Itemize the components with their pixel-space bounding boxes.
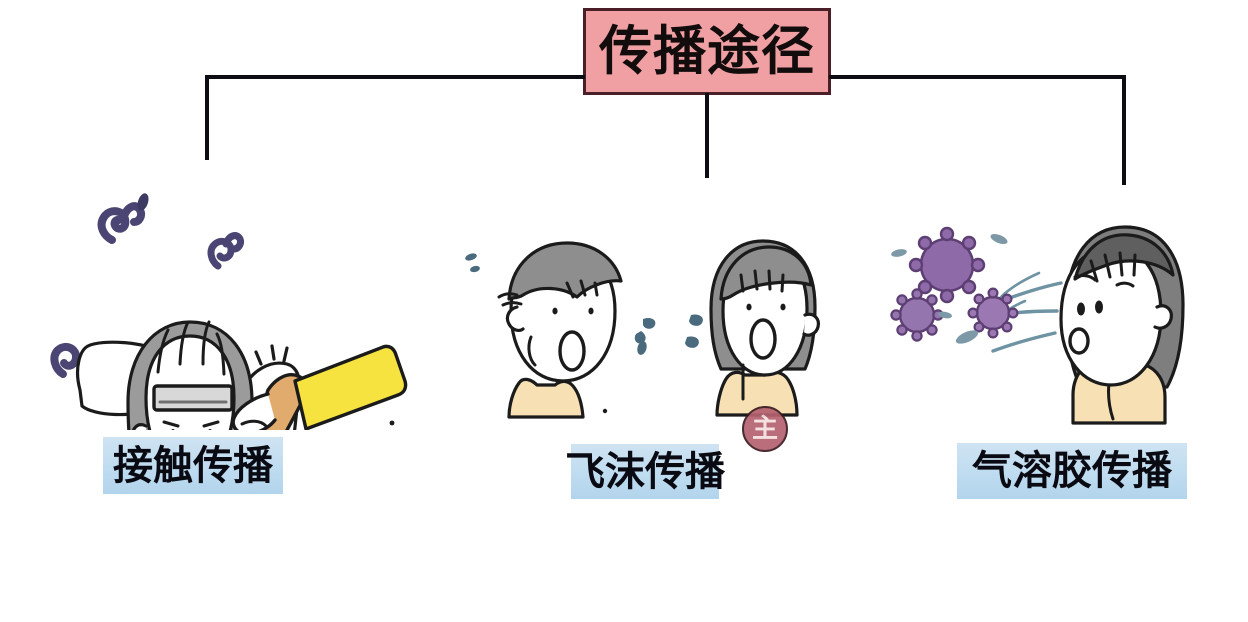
droplet-icon [465, 253, 703, 355]
face-right [721, 251, 809, 377]
face-aerosol [1059, 245, 1163, 387]
face [144, 334, 236, 430]
ear-right-person [802, 312, 820, 337]
aerosol-speck [891, 233, 1008, 344]
person-right [709, 239, 820, 417]
pointing-hand-icon [231, 344, 408, 430]
ear-aerosol [1153, 304, 1173, 330]
illustration-aerosol-transmission [890, 225, 1185, 425]
shirt-aerosol [1071, 361, 1167, 425]
pillow-left [75, 340, 162, 417]
hair-back [126, 320, 254, 430]
eye-right [208, 429, 212, 430]
connector-vertical-contact [205, 75, 209, 160]
cooling-patch [152, 384, 234, 412]
label-contact-text: 接触传播 [113, 442, 273, 489]
label-contact-transmission: 接触传播 [103, 437, 283, 494]
illustration-contact-transmission [50, 193, 408, 430]
label-aerosol-transmission: 气溶胶传播 [957, 443, 1187, 499]
label-droplet-transmission: 飞沫传播 [565, 444, 725, 499]
shirt-left [507, 377, 585, 419]
connector-horizontal-right [829, 75, 1126, 79]
hair-right [709, 239, 817, 371]
watermark-stamp-text: 主 [751, 414, 778, 444]
pillow-right [240, 361, 302, 430]
connector-horizontal-left [205, 75, 585, 79]
heat-squiggle-icon [50, 193, 244, 378]
illustration-droplet-transmission [465, 239, 820, 419]
connector-vertical-droplet [705, 93, 709, 178]
mouth-open-aerosol [1068, 327, 1090, 355]
virus-particle-icon [890, 226, 1019, 342]
diagram-title-text: 传播途径 [599, 21, 815, 82]
eye-aerosol-left [1077, 302, 1085, 316]
connector-vertical-aerosol [1122, 75, 1126, 185]
hair-left [507, 241, 623, 301]
mouth-open-left [558, 330, 586, 372]
ear-right [232, 423, 248, 430]
diagram-title-box: 传播途径 [583, 8, 831, 95]
eye-aerosol-right [1095, 300, 1103, 314]
hair-back-aerosol [1065, 225, 1185, 389]
breath-stream-lines [981, 271, 1063, 353]
watermark-stamp: 主 [742, 406, 788, 452]
bangs-aerosol [1073, 233, 1175, 281]
ear-left [132, 423, 148, 430]
mouth-open-right [749, 318, 777, 360]
eye-left [171, 429, 175, 430]
label-droplet-text: 飞沫传播 [565, 448, 725, 495]
person-left [497, 241, 623, 419]
label-aerosol-text: 气溶胶传播 [972, 448, 1172, 494]
face-left [509, 247, 617, 383]
ear-left-person [505, 305, 525, 332]
bangs-right [719, 245, 813, 301]
